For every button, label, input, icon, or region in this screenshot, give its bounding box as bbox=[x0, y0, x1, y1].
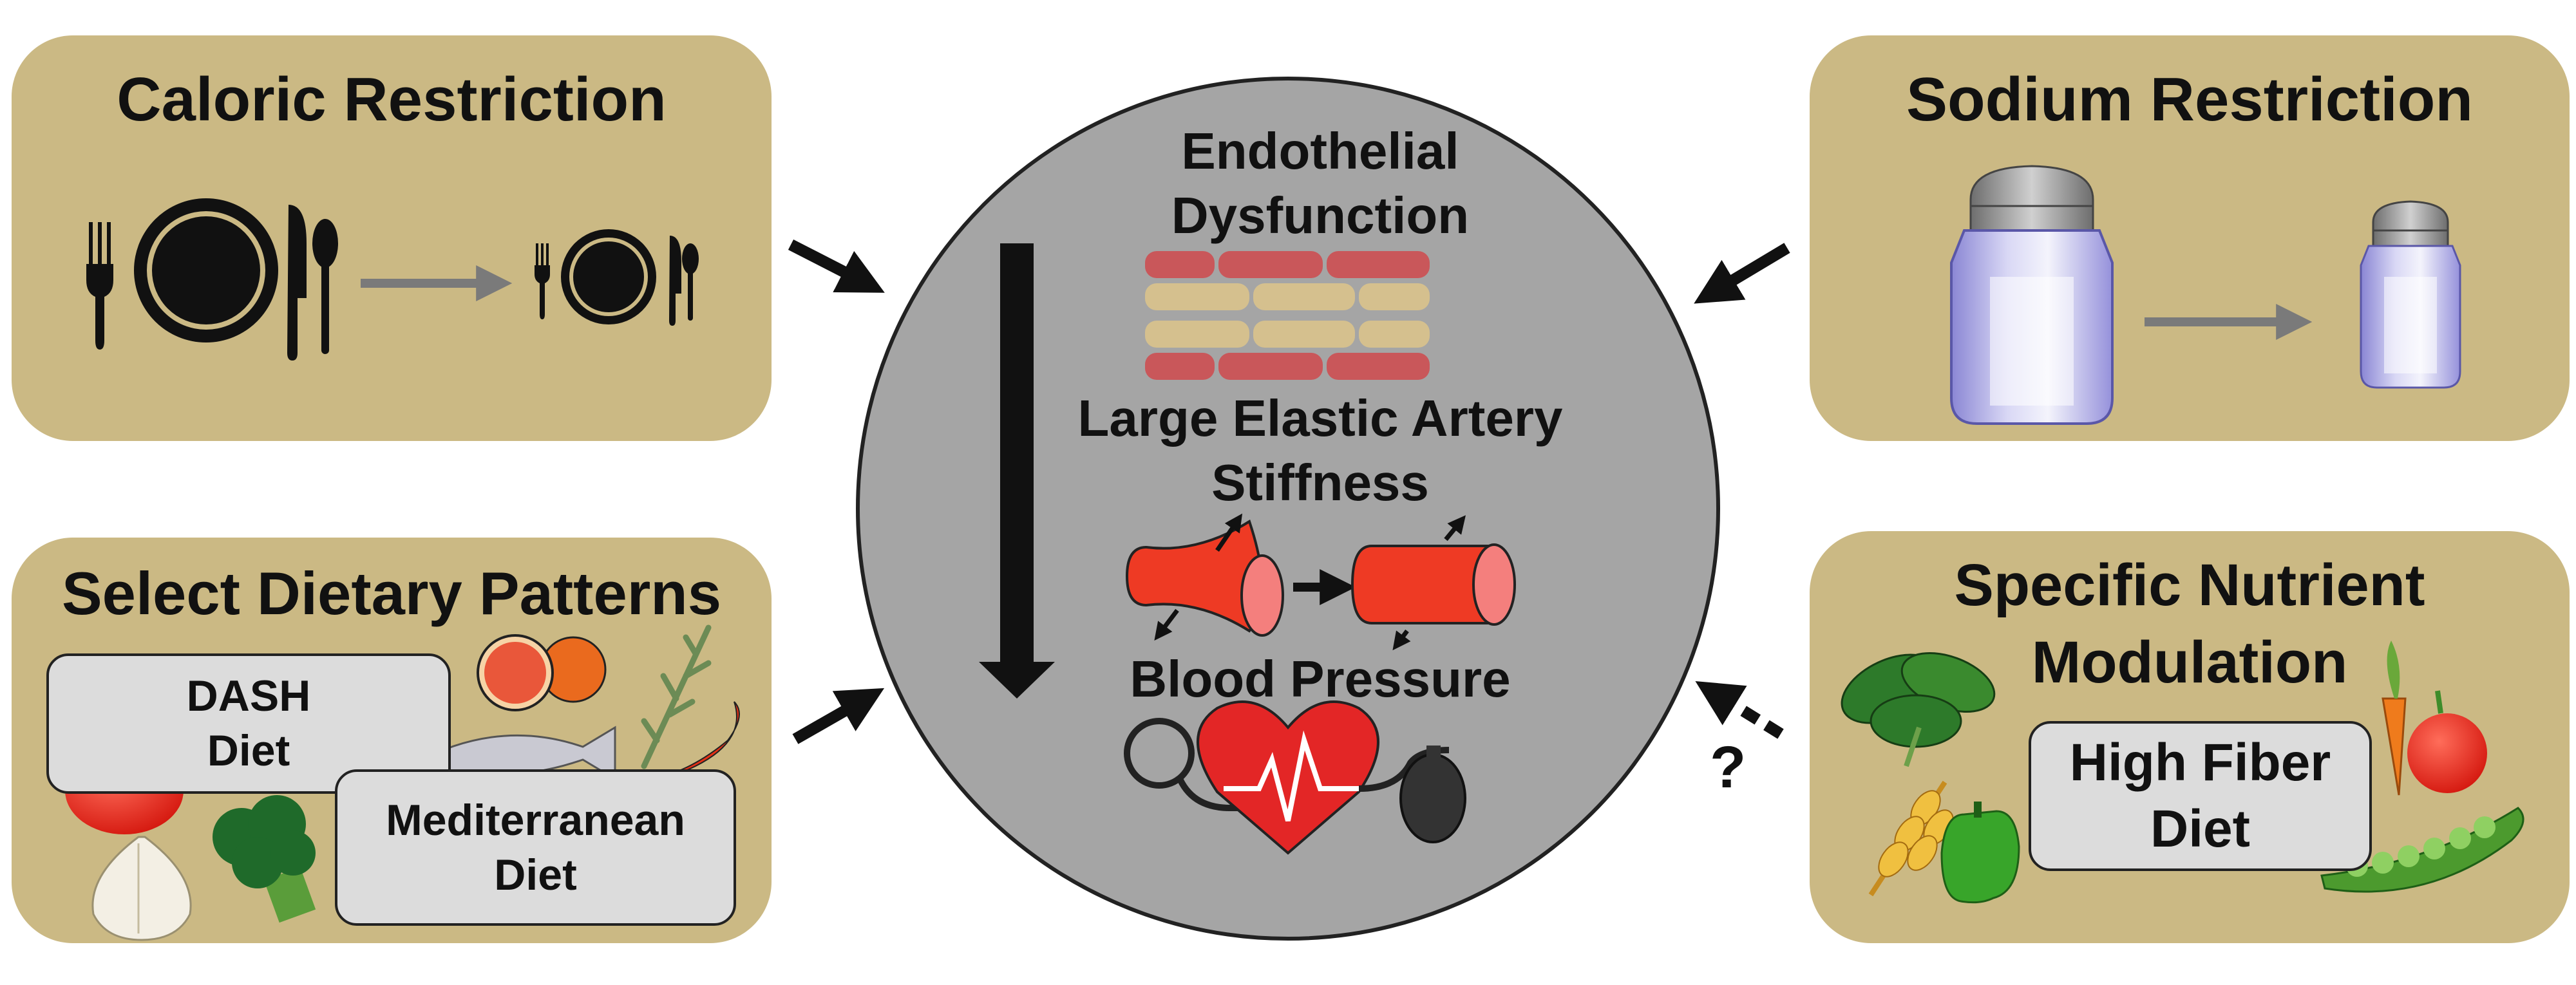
broccoli-icon bbox=[213, 795, 316, 923]
sodium-title: Sodium Restriction bbox=[1906, 65, 2474, 134]
carrot-icon bbox=[2382, 641, 2407, 796]
nutrient-title: Specific Nutrient Modulation bbox=[1954, 552, 2425, 695]
small-plate-cutlery-icon bbox=[535, 229, 699, 326]
large-salt-shaker-icon bbox=[1950, 165, 2114, 425]
high-fiber-diet-box: High Fiber Diet bbox=[2029, 721, 2372, 871]
tomato-small-icon bbox=[2407, 690, 2487, 793]
arrow-sodium-to-center bbox=[1694, 243, 1790, 304]
grapefruit-icon bbox=[477, 634, 607, 711]
blood-pressure-heart-icon bbox=[1124, 700, 1466, 855]
arrow-nutrient-to-center-dashed bbox=[1695, 680, 1784, 739]
arrow-caloric-to-center bbox=[788, 239, 885, 293]
endothelial-dysfunction-label: Endothelial Dysfunction bbox=[1171, 122, 1470, 244]
down-arrow-icon bbox=[979, 243, 1055, 699]
arrow-dietary-to-center bbox=[792, 688, 885, 744]
spinach-icon bbox=[1841, 652, 1996, 767]
plate-cutlery-icon bbox=[86, 198, 338, 361]
rosemary-icon bbox=[641, 624, 712, 769]
wheat-icon bbox=[1868, 780, 1954, 897]
artery-stiff-icon bbox=[1125, 513, 1284, 641]
artery-compliant-icon bbox=[1350, 515, 1516, 651]
small-salt-shaker-icon bbox=[2360, 200, 2461, 389]
garlic-icon bbox=[91, 836, 192, 941]
central-circle bbox=[856, 77, 1720, 941]
bell-pepper-icon bbox=[1940, 802, 2020, 904]
caloric-title: Caloric Restriction bbox=[117, 65, 667, 134]
question-mark: ? bbox=[1710, 735, 1747, 800]
endothelium-icon bbox=[1145, 251, 1430, 380]
dietary-title: Select Dietary Patterns bbox=[61, 559, 722, 627]
mediterranean-diet-box: Mediterranean Diet bbox=[335, 769, 736, 926]
blood-pressure-label: Blood Pressure bbox=[1130, 650, 1511, 708]
arterial-stiffness-label: Large Elastic Artery Stiffness bbox=[1077, 389, 1563, 511]
